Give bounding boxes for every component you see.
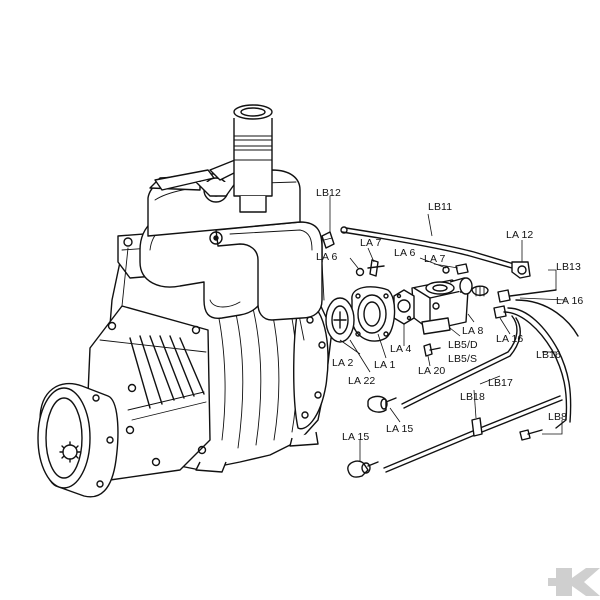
label-lb11: LB11 [428, 201, 452, 213]
label-la6-left: LA 6 [316, 251, 337, 263]
label-la4: LA 4 [390, 343, 411, 355]
label-lb17: LB17 [488, 377, 513, 389]
label-la7-left: LA 7 [360, 237, 381, 249]
exploded-parts [321, 226, 579, 478]
label-lb8: LB8 [548, 411, 567, 423]
label-la16-upper: LA 16 [556, 295, 583, 307]
label-la7-right: LA 7 [424, 253, 445, 265]
label-lb18: LB18 [460, 391, 485, 403]
part-labels: LB12 LB11 LA 12 LB13 LA 16 LA 7 LA 6 LA … [316, 187, 583, 443]
label-la6-right: LA 6 [394, 247, 415, 259]
label-lb5s: LB5/S [448, 353, 477, 365]
label-lb5d: LB5/D [448, 339, 478, 351]
label-la20: LA 20 [418, 365, 445, 377]
label-lb16: LB16 [536, 349, 561, 361]
label-lb13: LB13 [556, 261, 581, 273]
label-la15-upper: LA 15 [386, 423, 413, 435]
label-la22: LA 22 [348, 375, 375, 387]
label-la8: LA 8 [462, 325, 483, 337]
label-la2: LA 2 [332, 357, 353, 369]
label-la1: LA 1 [374, 359, 395, 371]
label-la12: LA 12 [506, 229, 533, 241]
label-lb12: LB12 [316, 187, 341, 199]
label-la16-lower: LA 16 [496, 333, 523, 345]
brand-k-logo [548, 568, 600, 596]
vacuum-pump-assembly [37, 104, 333, 498]
leader-lines [329, 196, 567, 462]
label-la15-lower: LA 15 [342, 431, 369, 443]
